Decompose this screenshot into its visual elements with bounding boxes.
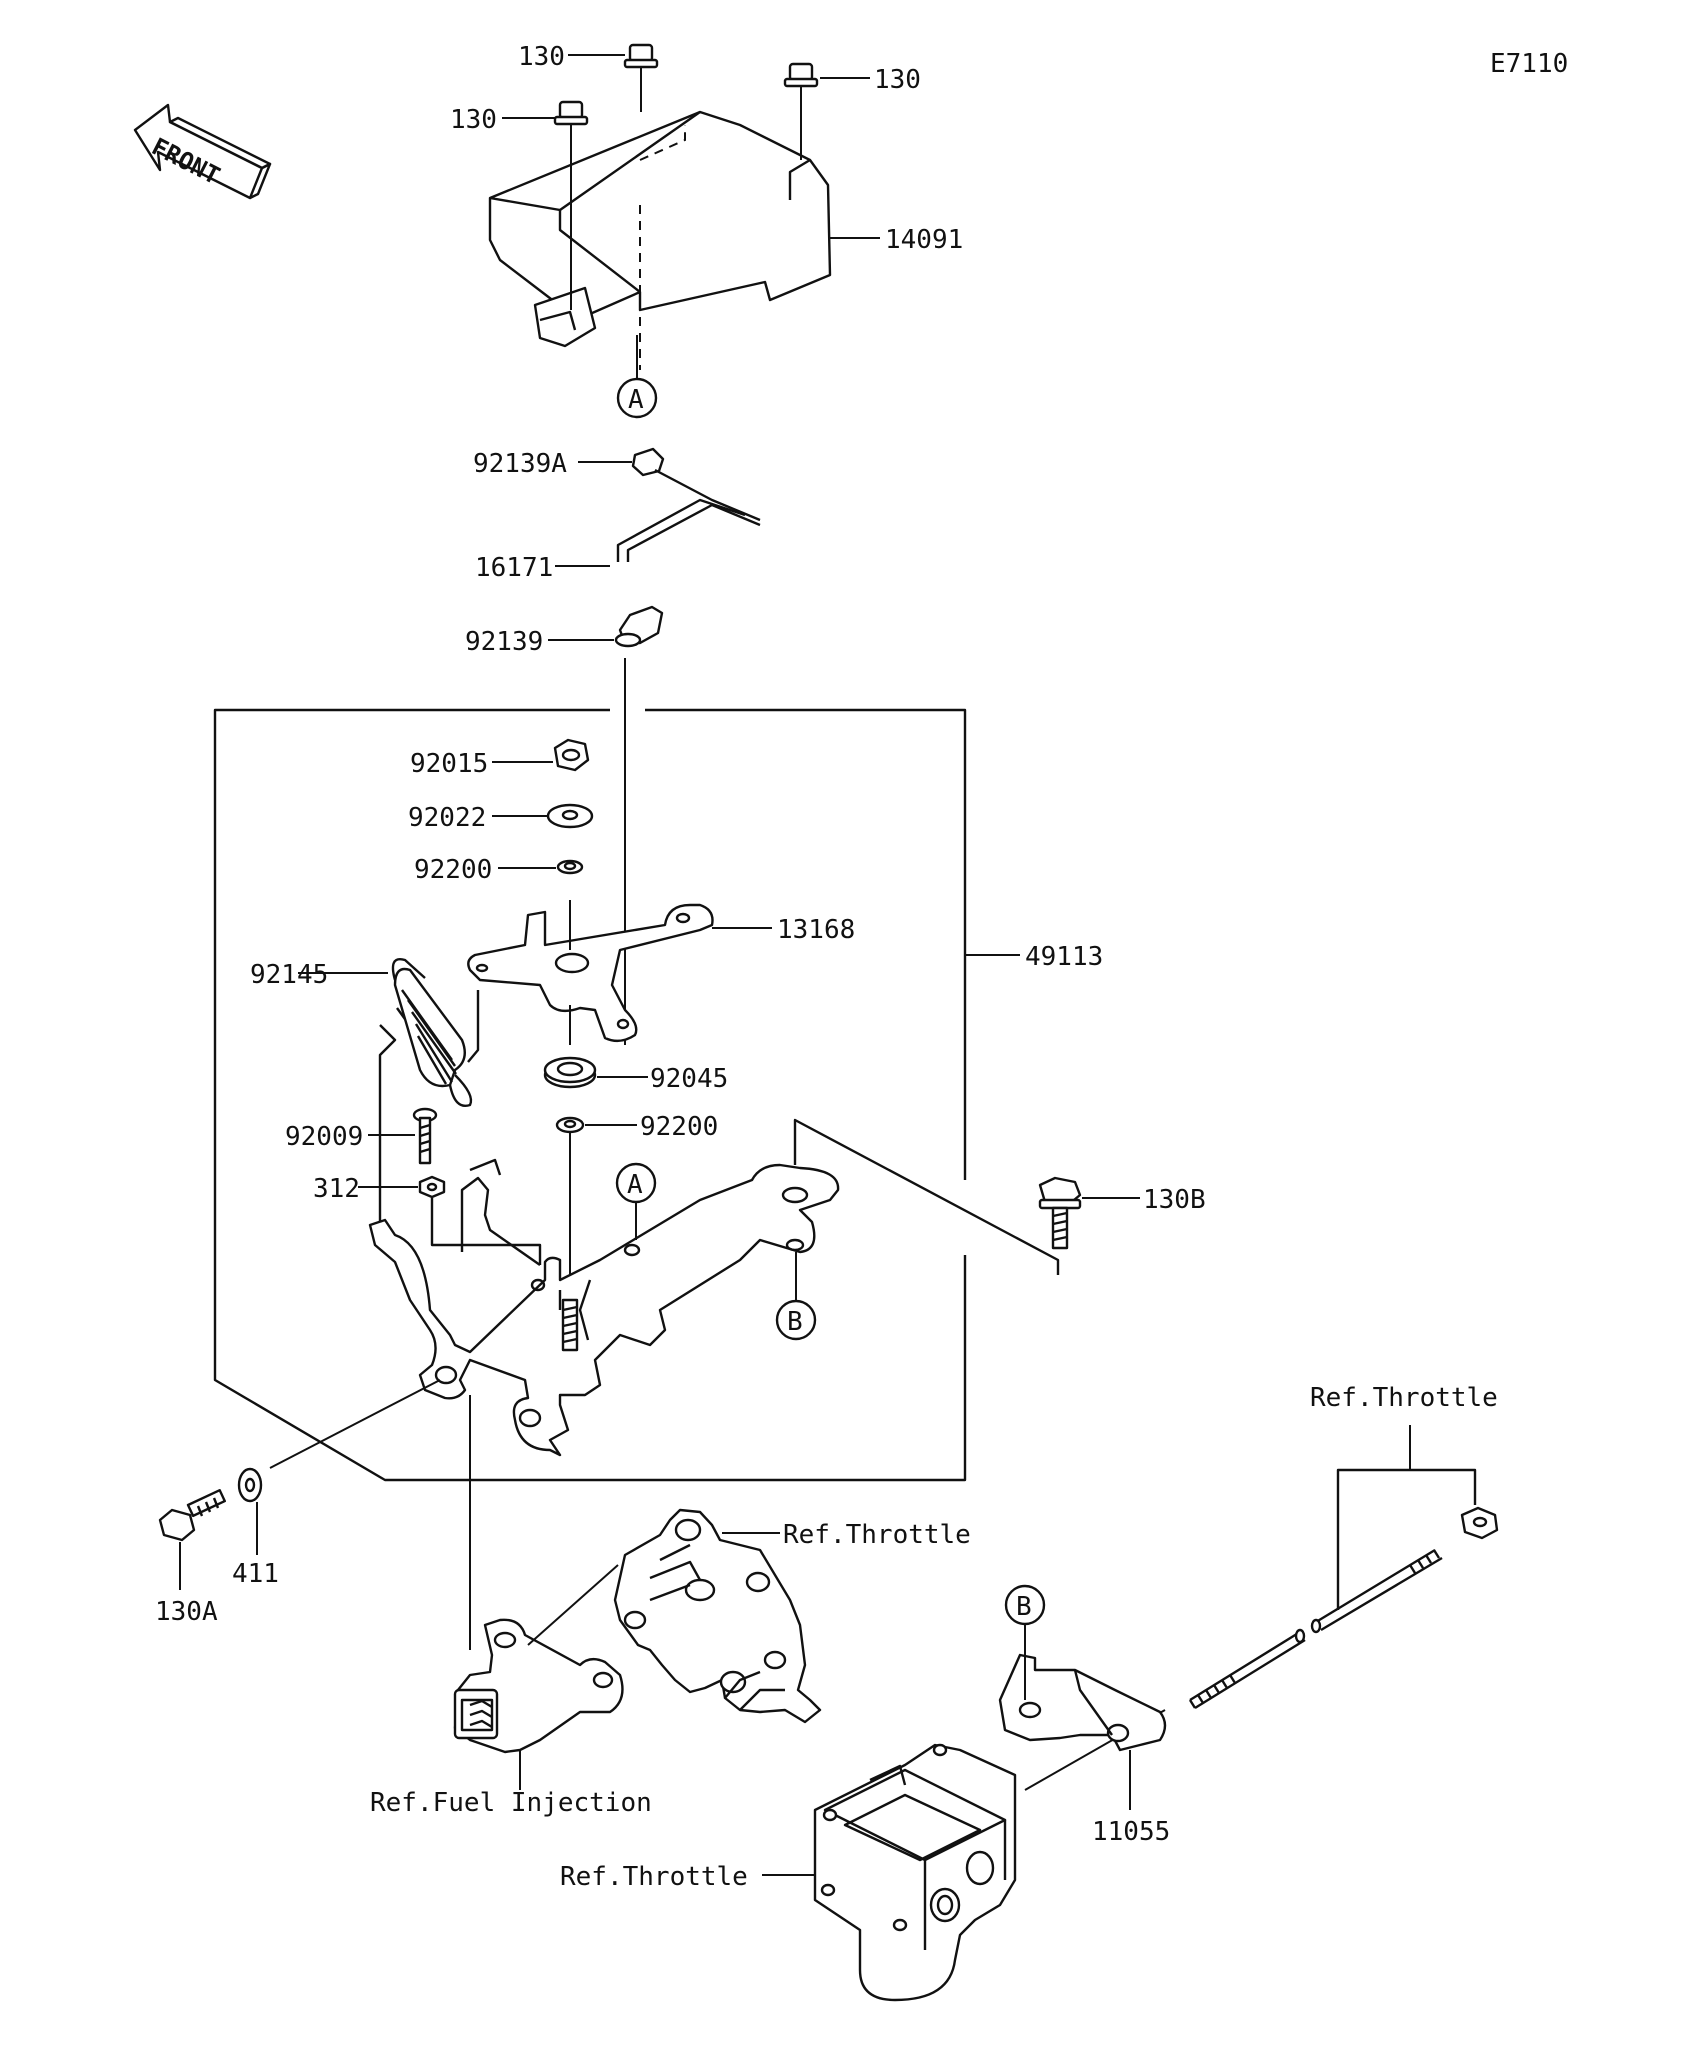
bolt-130-left [553,100,589,310]
throttle-body-upper [613,1508,822,1724]
clip-92139 [614,605,664,648]
nut-312 [418,1175,446,1199]
washer-92200-upper [556,859,584,875]
callout-b-low: B [1016,1592,1032,1622]
lever-13168 [467,903,714,1043]
label-130-b: 130 [874,65,921,95]
throttle-rod [1188,1548,1443,1710]
label-92200-b: 92200 [640,1112,718,1142]
label-13168: 13168 [777,915,855,945]
bolt-130-right [783,62,819,160]
label-312: 312 [313,1174,360,1204]
label-92015: 92015 [410,749,488,779]
label-ref-fuel-injection: Ref.Fuel Injection [370,1788,652,1818]
washer-92022 [546,803,594,829]
bolt-130-top-center [623,43,659,112]
label-49113: 49113 [1025,942,1103,972]
label-92139a: 92139A [473,449,567,479]
label-16171: 16171 [475,553,553,583]
throttle-body-lower [813,1743,1017,2002]
label-92009: 92009 [285,1122,363,1152]
diagram-code: E7110 [1490,49,1568,79]
sensor-fuel-injection [453,1618,624,1760]
rod-16171 [616,498,746,562]
ref-marker-b-mid [775,1299,817,1341]
label-130-a: 130 [518,42,565,72]
rod-16171-top [654,468,761,522]
bolt-130a [158,1489,226,1542]
label-411: 411 [232,1559,279,1589]
label-92139: 92139 [465,627,543,657]
bracket-11055 [998,1653,1167,1752]
screw-92009 [412,1107,438,1165]
label-130-c: 130 [450,105,497,135]
callout-a-top: A [628,385,644,415]
washer-92200-lower [555,1116,585,1134]
label-ref-throttle-1: Ref.Throttle [783,1520,971,1550]
label-ref-throttle-2: Ref.Throttle [1310,1383,1498,1413]
bushing-92045 [543,1056,597,1089]
spring-92145 [391,958,473,1107]
main-bracket [368,1158,840,1457]
label-130a: 130A [155,1597,218,1627]
label-92045: 92045 [650,1064,728,1094]
washer-411 [237,1467,263,1503]
label-130b: 130B [1143,1185,1206,1215]
label-92200-a: 92200 [414,855,492,885]
label-11055: 11055 [1092,1817,1170,1847]
callout-a-mid: A [627,1170,643,1200]
label-92145: 92145 [250,960,328,990]
label-ref-throttle-3: Ref.Throttle [560,1862,748,1892]
label-92022: 92022 [408,803,486,833]
nut-92015 [553,738,590,772]
nut-rod [1460,1506,1499,1540]
assembly-frame-49113 [213,708,967,1482]
stud-bracket [561,1298,579,1352]
front-arrow: FRONT [133,103,272,200]
label-14091: 14091 [885,225,963,255]
cover-14091 [488,110,832,370]
callout-b-mid: B [787,1307,803,1337]
ref-marker-a-top [616,377,658,419]
bolt-130b [1038,1176,1082,1250]
